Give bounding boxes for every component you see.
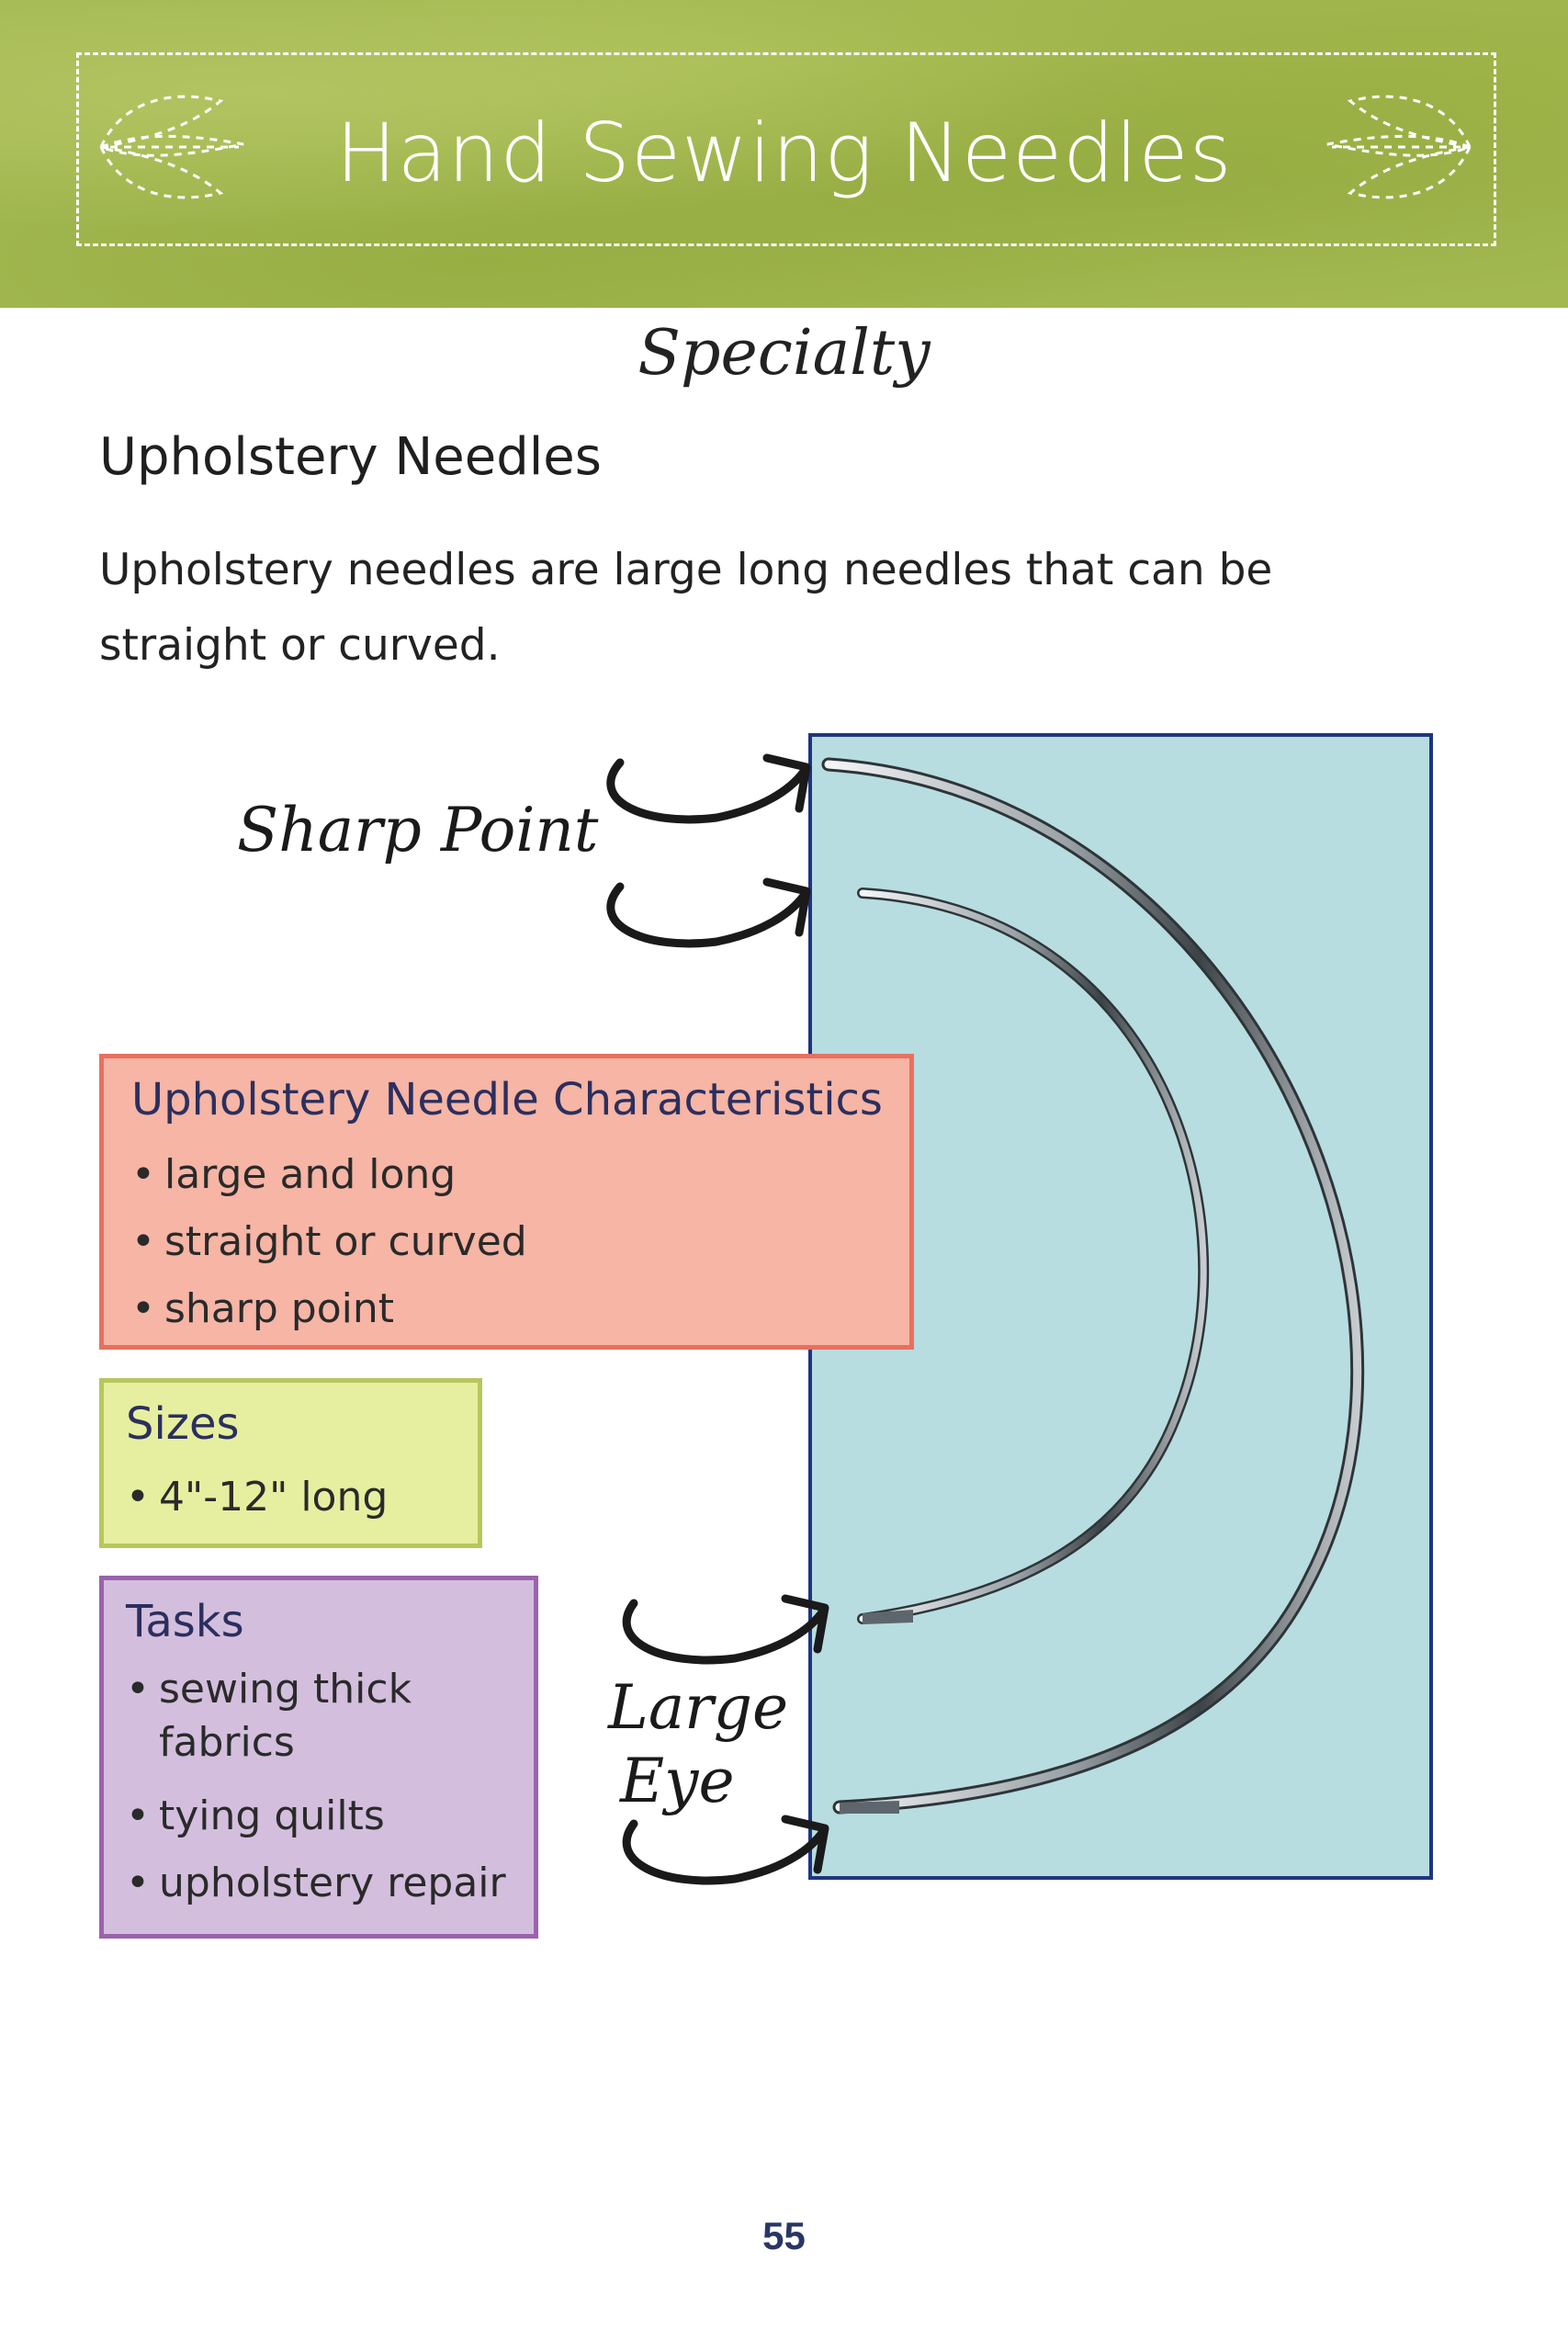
- list-item: straight or curved: [131, 1208, 527, 1275]
- intro-paragraph: Upholstery needles are large long needle…: [99, 545, 1273, 671]
- tasks-box: Tasks sewing thick fabrics tying quilts …: [99, 1576, 538, 1939]
- characteristics-box: Upholstery Needle Characteristics large …: [99, 1054, 914, 1350]
- sizes-box: Sizes 4"-12" long: [99, 1378, 482, 1548]
- characteristics-list: large and long straight or curved sharp …: [131, 1141, 527, 1342]
- large-label: Large: [608, 1672, 789, 1743]
- page-title: Hand Sewing Needles: [335, 106, 1233, 200]
- curved-needles-image: [821, 757, 1365, 1815]
- page-number: 55: [762, 2214, 806, 2257]
- sizes-title: Sizes: [126, 1398, 240, 1450]
- header-banner: Hand Sewing Needles: [0, 0, 1568, 308]
- category-subtitle: Specialty: [637, 317, 931, 390]
- sizes-list: 4"-12" long: [126, 1464, 388, 1531]
- left-flourish-icon: [99, 95, 244, 199]
- list-item: 4"-12" long: [126, 1464, 388, 1531]
- tasks-title: Tasks: [126, 1596, 244, 1647]
- tasks-list: sewing thick fabrics tying quilts uphols…: [126, 1663, 506, 1917]
- list-item: sewing thick fabrics: [126, 1663, 416, 1770]
- list-item: sharp point: [131, 1275, 527, 1342]
- characteristics-title: Upholstery Needle Characteristics: [131, 1074, 883, 1125]
- stitched-frame: [76, 52, 1496, 246]
- eye-label: Eye: [620, 1746, 735, 1816]
- list-item: large and long: [131, 1141, 527, 1208]
- sharp-point-label: Sharp Point: [237, 795, 599, 865]
- right-flourish-icon: [1326, 95, 1472, 199]
- list-item: tying quilts: [126, 1782, 506, 1849]
- list-item: upholstery repair: [126, 1849, 506, 1917]
- section-heading: Upholstery Needles: [99, 427, 602, 487]
